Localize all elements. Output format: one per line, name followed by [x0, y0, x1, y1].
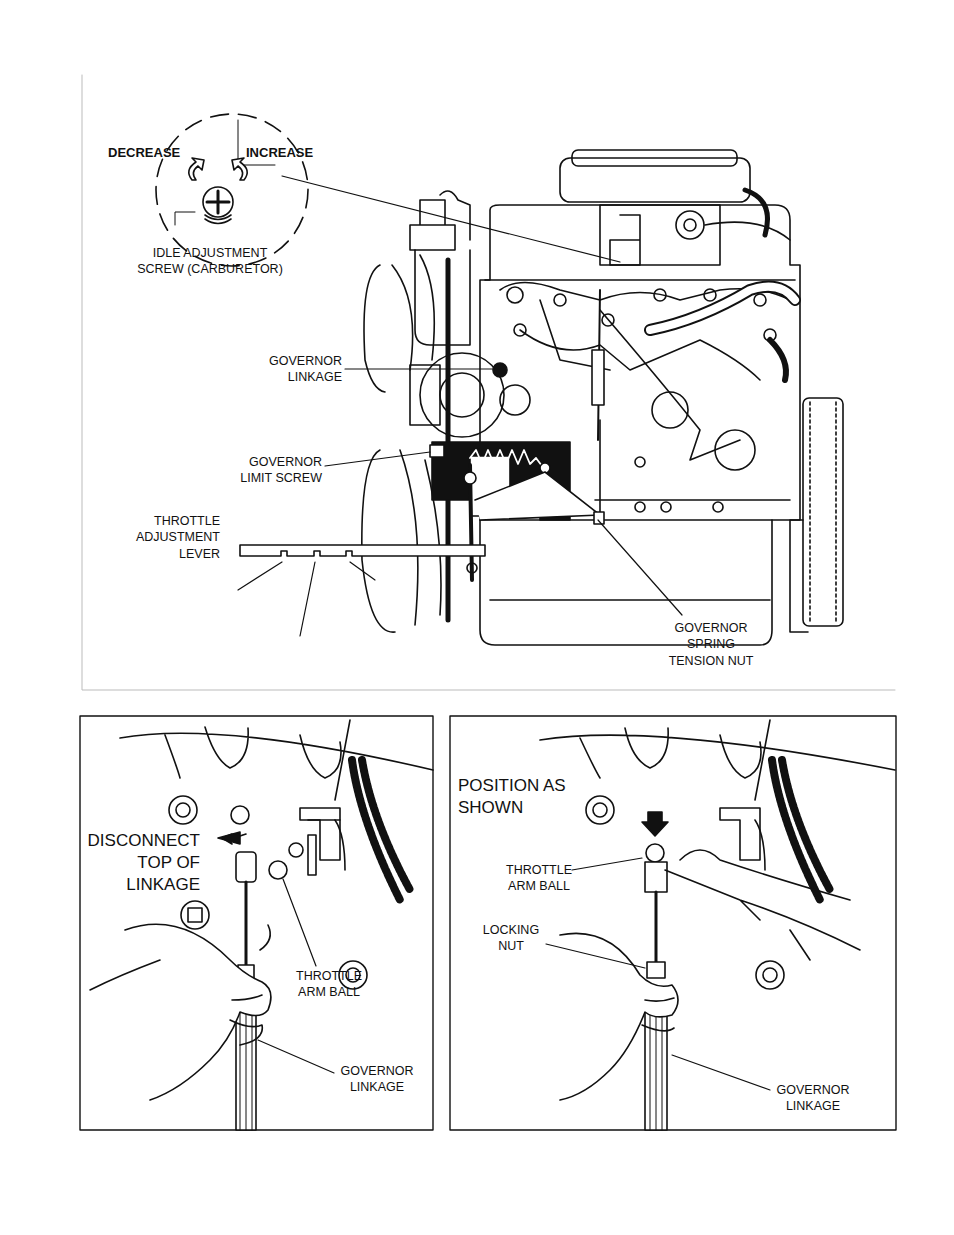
- instruction-label: POSITION AS SHOWN: [458, 775, 568, 819]
- direction-label: INCREASE: [246, 145, 324, 162]
- throttle-lever: [240, 545, 485, 573]
- idle-screw-detail: [156, 114, 308, 266]
- part-label: THROTTLE ADJUSTMENT LEVER: [126, 513, 220, 562]
- frame: [82, 75, 895, 690]
- detail-panel-left: [80, 716, 433, 1130]
- leader-line: [282, 176, 620, 262]
- part-label: THROTTLE ARM BALL: [288, 968, 370, 1001]
- part-label: GOVERNOR LIMIT SCREW: [234, 454, 322, 487]
- part-label: IDLE ADJUSTMENT SCREW (CARBURETOR): [130, 245, 290, 278]
- instruction-label: DISCONNECT TOP OF LINKAGE: [70, 830, 200, 896]
- direction-label: DECREASE: [108, 145, 186, 162]
- part-label: GOVERNOR LINKAGE: [768, 1082, 858, 1115]
- part-label: GOVERNOR LINKAGE: [334, 1063, 420, 1096]
- leader-lines-right: [546, 858, 770, 1090]
- detail-panel-right: [450, 716, 896, 1130]
- part-label: THROTTLE ARM BALL: [498, 862, 580, 895]
- part-label: LOCKING NUT: [474, 922, 548, 955]
- part-label: GOVERNOR SPRING TENSION NUT: [664, 620, 758, 669]
- leader-lines: [238, 369, 682, 636]
- engine: [362, 150, 843, 645]
- part-label: GOVERNOR LINKAGE: [258, 353, 342, 386]
